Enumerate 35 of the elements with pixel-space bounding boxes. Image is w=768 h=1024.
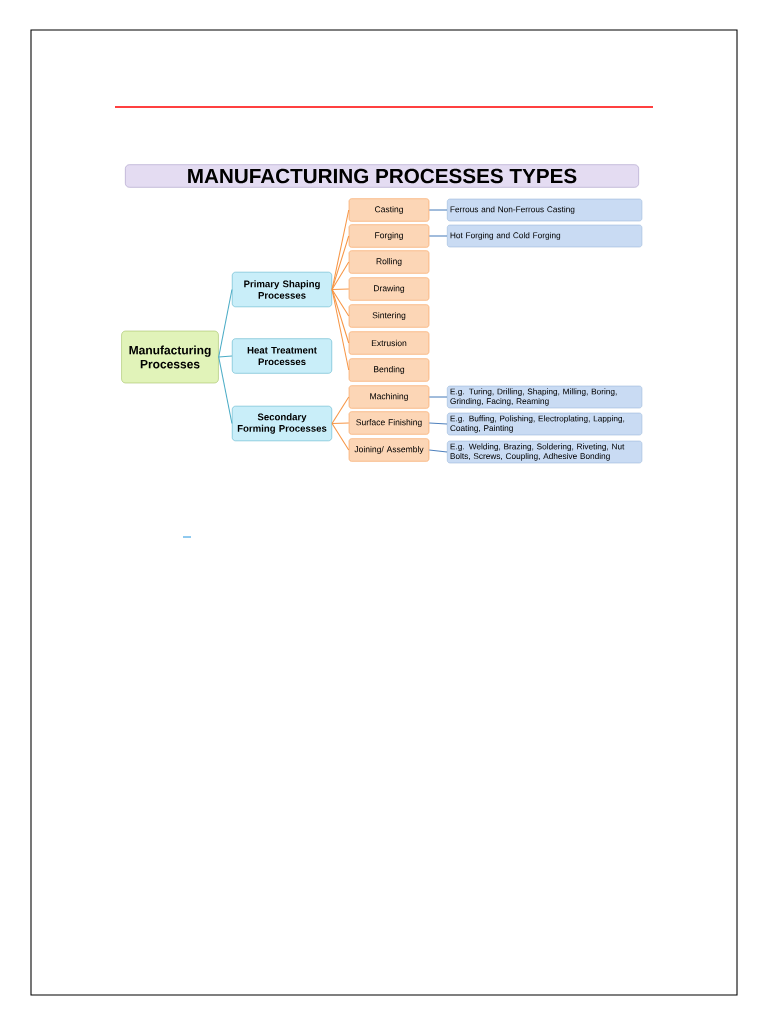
connector-line <box>428 422 448 425</box>
title-banner: MANUFACTURING PROCESSES TYPES <box>125 164 639 188</box>
connector-line <box>331 261 350 291</box>
root-box: Manufacturing Processes <box>121 330 219 384</box>
connector-line <box>331 288 350 291</box>
process-box: Forging <box>348 224 430 248</box>
connector-line <box>218 355 233 358</box>
category-box: Primary Shaping Processes <box>231 271 333 308</box>
connector-line <box>331 422 350 451</box>
connector-line <box>331 396 350 425</box>
connector-line <box>218 356 233 425</box>
connector-line <box>428 209 448 211</box>
connector-line <box>331 288 350 317</box>
example-box: Ferrous and Non-Ferrous Casting <box>447 198 643 222</box>
process-box: Extrusion <box>348 331 430 355</box>
example-box: Hot Forging and Cold Forging <box>447 224 643 248</box>
example-box: E.g. Welding, Brazing, Soldering, Riveting, Nut Bolts, Screws, Coupling, Adhesive Bonding <box>447 440 643 464</box>
example-box: E.g. Turing, Drilling, Shaping, Milling, Boring, Grinding, Facing, Reaming <box>447 385 643 409</box>
connector-line <box>428 449 448 453</box>
connector-line <box>218 288 233 358</box>
process-box: Rolling <box>348 250 430 274</box>
process-box: Joining/ Assembly <box>348 438 430 462</box>
example-box: E.g. Buffing, Polishing, Electroplating, Lapping, Coating, Painting <box>447 412 643 436</box>
connector-line <box>428 235 448 237</box>
connector-line <box>428 396 448 398</box>
process-box: Bending <box>348 358 430 382</box>
category-box: Secondary Forming Processes <box>231 405 333 442</box>
connector-line <box>331 288 350 371</box>
process-box: Machining <box>348 385 430 409</box>
process-box: Casting <box>348 198 430 222</box>
process-box: Drawing <box>348 277 430 301</box>
connector-line <box>331 422 350 425</box>
process-box: Sintering <box>348 304 430 328</box>
process-box: Surface Finishing <box>348 411 430 435</box>
category-box: Heat Treatment Processes <box>231 338 333 374</box>
